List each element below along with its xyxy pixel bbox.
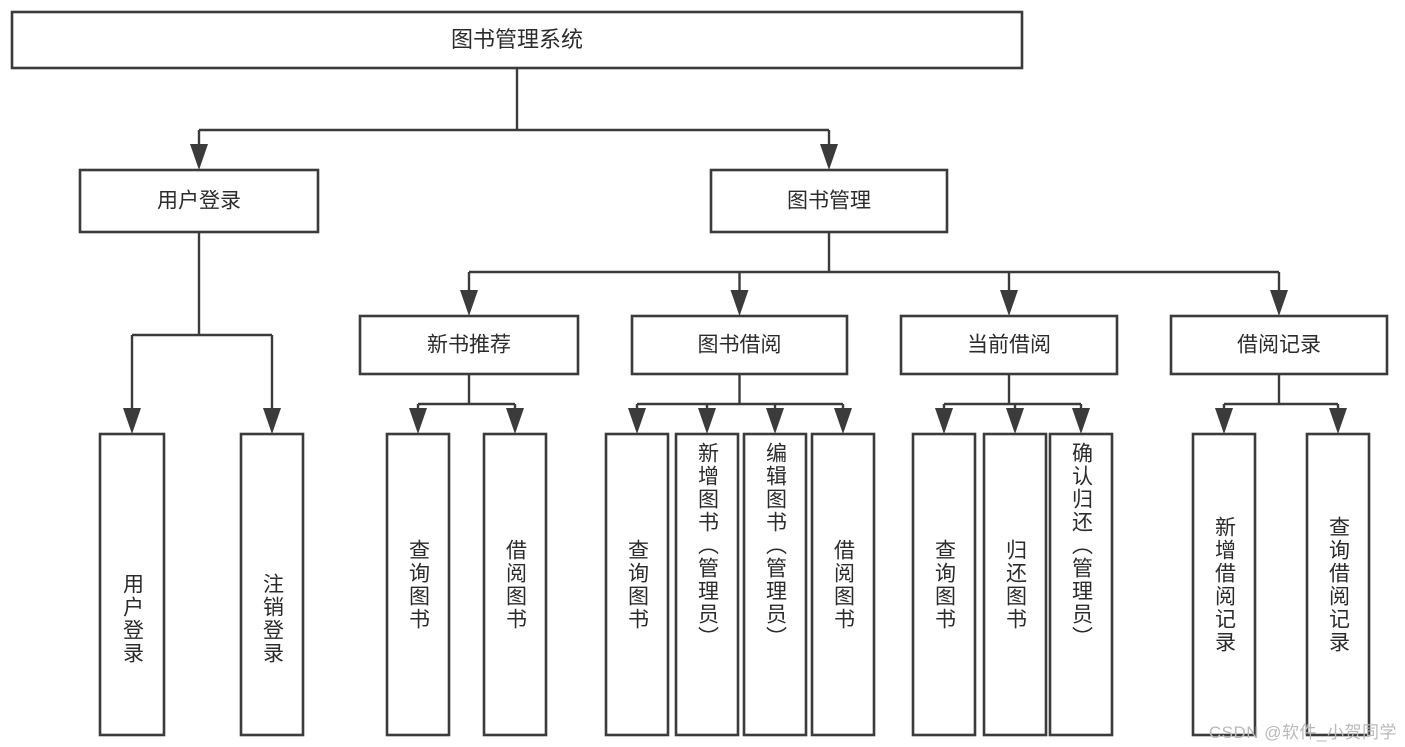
connector-login-to-leaf-1-head	[263, 408, 281, 434]
leaf-node-3[interactable]	[482, 432, 548, 737]
leaf-node-8[interactable]	[911, 432, 977, 737]
node-level3-1[interactable]: 图书借阅	[630, 314, 849, 376]
node-root-title-label: 图书管理系统	[451, 27, 583, 52]
node-root-title-rect	[10, 10, 1024, 70]
leaf-node-7[interactable]	[810, 432, 876, 737]
connector-1-to-leaf-0-head	[628, 408, 646, 434]
leaf-node-11[interactable]	[1191, 432, 1257, 737]
node-root-title[interactable]: 图书管理系统	[10, 10, 1024, 70]
leaf-node-10-rect	[1048, 432, 1114, 737]
leaf-node-7-rect	[810, 432, 876, 737]
connector-1-to-leaf-2-head	[766, 408, 784, 434]
node-level3-0[interactable]: 新书推荐	[358, 314, 580, 376]
node-level2-1[interactable]: 图书管理	[709, 168, 949, 234]
leaf-node-4-rect	[604, 432, 670, 737]
node-level3-3-rect	[1169, 314, 1389, 376]
leaf-node-9[interactable]	[982, 432, 1048, 737]
node-level3-1-label: 图书借阅	[698, 334, 782, 357]
connector-login-to-leaf-0-head	[123, 408, 141, 434]
leaf-node-10[interactable]	[1048, 432, 1114, 737]
leaf-node-1[interactable]	[239, 432, 305, 737]
connector-2-to-leaf-0-head	[935, 408, 953, 434]
node-level3-2[interactable]: 当前借阅	[899, 314, 1119, 376]
connector-root-to-l2-1-head	[820, 144, 838, 170]
node-level2-1-label: 图书管理	[787, 190, 871, 213]
node-level2-0-rect	[78, 168, 320, 234]
connector-mgmt-to-l3-0-head	[460, 290, 478, 316]
leaf-node-2-rect	[385, 432, 451, 737]
leaf-node-5-rect	[674, 432, 740, 737]
connector-1-to-leaf-3-head	[834, 408, 852, 434]
watermark-text: CSDN @软件_小贺同学	[1208, 723, 1397, 742]
node-level2-0[interactable]: 用户登录	[78, 168, 320, 234]
leaf-node-12[interactable]	[1305, 432, 1371, 737]
node-level3-3-label: 借阅记录	[1237, 334, 1321, 357]
leaf-node-12-rect	[1305, 432, 1371, 737]
leaf-node-6-rect	[742, 432, 808, 737]
node-level3-3[interactable]: 借阅记录	[1169, 314, 1389, 376]
node-level2-0-label: 用户登录	[157, 190, 241, 213]
connector-3-to-leaf-1-head	[1329, 408, 1347, 434]
connector-root-to-l2-0-head	[190, 144, 208, 170]
connector-0-to-leaf-0-head	[409, 408, 427, 434]
connector-3-to-leaf-0-head	[1215, 408, 1233, 434]
node-level2-1-rect	[709, 168, 949, 234]
connector-mgmt-to-l3-1-head	[730, 290, 749, 316]
leaf-node-4[interactable]	[604, 432, 670, 737]
node-level3-0-rect	[358, 314, 580, 376]
leaf-node-11-rect	[1191, 432, 1257, 737]
leaf-node-8-rect	[911, 432, 977, 737]
leaf-node-2[interactable]	[385, 432, 451, 737]
leaf-node-6[interactable]	[742, 432, 808, 737]
node-level3-2-label: 当前借阅	[967, 334, 1051, 357]
connector-0-to-leaf-1-head	[506, 408, 524, 434]
connector-mgmt-to-l3-3-head	[1270, 290, 1288, 316]
connector-1-to-leaf-1-head	[698, 408, 716, 434]
node-level3-1-rect	[630, 314, 849, 376]
node-level3-0-label: 新书推荐	[427, 334, 511, 357]
leaf-node-5[interactable]	[674, 432, 740, 737]
leaf-node-9-rect	[982, 432, 1048, 737]
leaf-node-0-rect	[98, 432, 166, 737]
leaf-node-3-rect	[482, 432, 548, 737]
leaf-node-1-rect	[239, 432, 305, 737]
node-level3-2-rect	[899, 314, 1119, 376]
connector-mgmt-to-l3-2-head	[1000, 290, 1018, 316]
leaf-node-0[interactable]	[98, 432, 166, 737]
connector-2-to-leaf-2-head	[1072, 408, 1090, 434]
connector-2-to-leaf-1-head	[1006, 408, 1024, 434]
